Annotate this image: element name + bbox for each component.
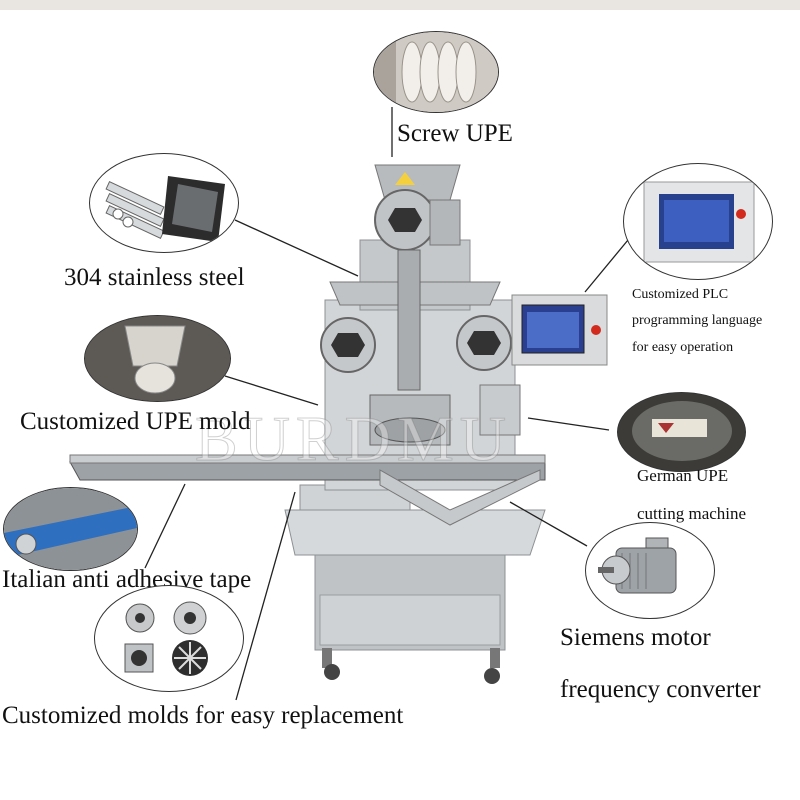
cutter-icon: [618, 393, 745, 471]
label-screw-upe: Screw UPE: [397, 120, 513, 147]
watermark: BURDMU: [195, 403, 512, 475]
upe-mold-bubble: [84, 315, 231, 402]
label-plc-line1: Customized PLC: [632, 287, 729, 302]
top-photo-strip: [0, 0, 800, 10]
label-molds-replacement: Customized molds for easy replacement: [2, 702, 404, 729]
german-cutter-bubble: [617, 392, 746, 472]
label-plc-line3: for easy operation: [632, 340, 734, 355]
label-german-line2: cutting machine: [637, 504, 747, 523]
pipes-icon: [105, 176, 225, 242]
motor-bubble: [585, 522, 715, 619]
label-upe-mold: Customized UPE mold: [20, 408, 251, 435]
screw-upe-bubble: [373, 31, 499, 113]
label-stainless-steel: 304 stainless steel: [64, 264, 245, 291]
tape-bubble: [3, 487, 138, 571]
label-siemens-line2: frequency converter: [560, 676, 761, 703]
stainless-steel-bubble: [89, 153, 239, 253]
tape-icon: [4, 488, 137, 570]
label-plc-line2: programming language: [632, 313, 763, 328]
label-german-line1: German UPE: [637, 466, 729, 485]
molds-icon: [124, 601, 208, 676]
motor-icon: [598, 537, 677, 594]
plc-panel-icon: [643, 181, 755, 263]
molds-bubble: [94, 585, 244, 692]
label-italian-tape: Italian anti adhesive tape: [2, 566, 252, 593]
mold-icon: [85, 316, 230, 401]
plc-bubble: [623, 163, 773, 280]
label-siemens-line1: Siemens motor: [560, 624, 711, 651]
screw-icon: [374, 32, 498, 112]
